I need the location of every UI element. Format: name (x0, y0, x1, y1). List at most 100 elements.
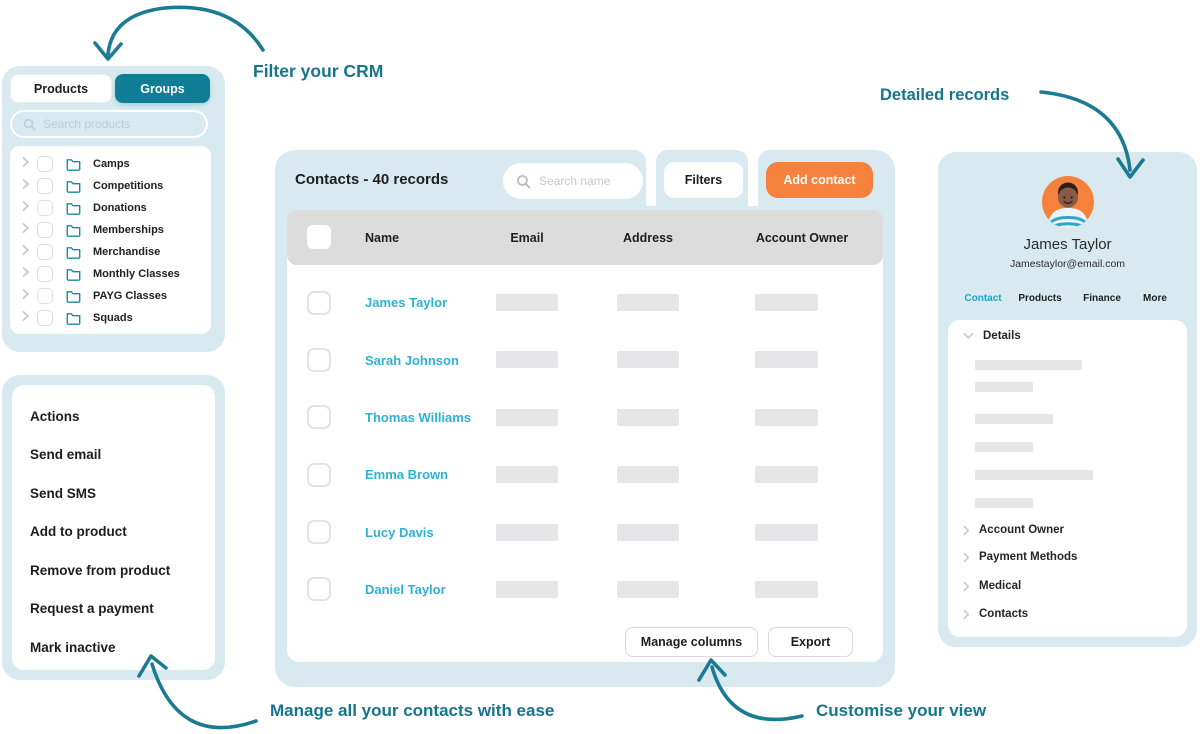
contact-name-link[interactable]: Daniel Taylor (365, 582, 446, 598)
section-payment-methods[interactable]: Payment Methods (963, 551, 1077, 563)
menu-item-remove-from-product[interactable]: Remove from product (30, 562, 171, 578)
folder-icon (66, 224, 81, 237)
section-label: Medical (979, 580, 1022, 592)
section-account-owner[interactable]: Account Owner (963, 524, 1064, 536)
menu-item-send-sms[interactable]: Send SMS (30, 485, 97, 501)
group-checkbox[interactable] (37, 288, 53, 304)
row-checkbox[interactable] (307, 577, 331, 602)
section-label: Payment Methods (979, 551, 1078, 563)
menu-item-request-a-payment[interactable]: Request a payment (30, 601, 154, 617)
address-placeholder-bar (617, 408, 679, 426)
filter-panel: Products Groups Camps Competitions (2, 66, 225, 352)
contacts-title: Contacts - 40 records (295, 170, 449, 188)
group-checkbox[interactable] (37, 222, 53, 238)
menu-item-mark-inactive[interactable]: Mark inactive (30, 639, 116, 655)
add-contact-button[interactable]: Add contact (766, 162, 873, 198)
contact-name-link[interactable]: Thomas Williams (365, 409, 472, 425)
tab-finance[interactable]: Finance (1083, 292, 1121, 304)
details-section-header[interactable]: Details (963, 330, 1021, 342)
actions-menu: Actions Send email Send SMS Add to produ… (12, 385, 215, 670)
group-checkbox[interactable] (37, 310, 53, 326)
manage-columns-button[interactable]: Manage columns (625, 627, 758, 657)
table-row: Emma Brown (287, 446, 883, 503)
row-checkbox[interactable] (307, 520, 331, 545)
chevron-right-icon[interactable] (22, 221, 30, 239)
folder-icon (66, 268, 81, 281)
section-medical[interactable]: Medical (963, 580, 1021, 592)
chevron-right-icon[interactable] (22, 287, 30, 305)
annotation-customise-view: Customise your view (816, 701, 987, 720)
address-placeholder-bar (617, 351, 679, 369)
group-label: Squads (93, 312, 133, 324)
group-checkbox[interactable] (37, 200, 53, 216)
group-checkbox[interactable] (37, 244, 53, 260)
select-all-checkbox[interactable] (307, 225, 331, 249)
group-row-payg-classes[interactable]: PAYG Classes (10, 285, 211, 307)
folder-icon (66, 312, 81, 325)
group-row-donations[interactable]: Donations (10, 197, 211, 219)
group-checkbox[interactable] (37, 266, 53, 282)
annotation-filter-your-crm: Filter your CRM (253, 61, 384, 81)
group-label: Merchandise (93, 246, 161, 258)
tab-contact[interactable]: Contact (964, 292, 1002, 304)
menu-item-send-email[interactable]: Send email (30, 447, 102, 463)
row-checkbox[interactable] (307, 347, 331, 372)
group-row-memberships[interactable]: Memberships (10, 219, 211, 241)
tab-groups[interactable]: Groups (115, 74, 210, 103)
chevron-right-icon[interactable] (22, 177, 30, 195)
email-placeholder-bar (496, 294, 558, 311)
chevron-down-icon (963, 332, 974, 340)
group-checkbox[interactable] (37, 156, 53, 172)
annotation-manage-contacts: Manage all your contacts with ease (270, 701, 555, 720)
group-row-competitions[interactable]: Competitions (10, 175, 211, 197)
search-products-field[interactable] (10, 110, 208, 138)
menu-item-add-to-product[interactable]: Add to product (30, 524, 127, 540)
column-header-address: Address (622, 230, 674, 245)
arrow-to-filter-tabs (106, 5, 265, 56)
group-checkbox[interactable] (37, 178, 53, 194)
chevron-right-icon[interactable] (22, 199, 30, 217)
export-button[interactable]: Export (768, 627, 853, 657)
address-placeholder-bar (617, 523, 679, 541)
column-header-name: Name (365, 230, 400, 245)
chevron-right-icon[interactable] (22, 243, 30, 261)
search-products-input[interactable] (43, 117, 195, 131)
actions-menu-title: Actions (30, 408, 80, 424)
search-name-input[interactable] (539, 174, 630, 188)
contact-name-link[interactable]: Lucy Davis (365, 524, 434, 540)
address-placeholder-bar (617, 294, 679, 311)
tab-products-detail[interactable]: Products (1018, 292, 1062, 304)
tab-products[interactable]: Products (10, 74, 112, 103)
chevron-right-icon[interactable] (22, 309, 30, 327)
search-name-field[interactable] (503, 163, 643, 199)
section-contacts[interactable]: Contacts (963, 608, 1028, 620)
row-checkbox[interactable] (307, 405, 331, 430)
filters-button[interactable]: Filters (664, 162, 743, 198)
group-label: Monthly Classes (93, 268, 180, 280)
detail-placeholder-bar (975, 382, 1033, 392)
chevron-right-icon (963, 552, 970, 563)
group-row-merchandise[interactable]: Merchandise (10, 241, 211, 263)
chevron-right-icon[interactable] (22, 265, 30, 283)
chevron-right-icon (963, 581, 970, 592)
column-header-email: Email (510, 230, 544, 245)
contact-name-link[interactable]: James Taylor (365, 295, 448, 311)
email-placeholder-bar (496, 580, 558, 598)
row-checkbox[interactable] (307, 290, 331, 315)
contact-name-link[interactable]: Sarah Johnson (365, 352, 459, 368)
column-header-account-owner: Account Owner (755, 230, 849, 245)
account-owner-placeholder-bar (755, 294, 818, 311)
actions-panel: Actions Send email Send SMS Add to produ… (2, 375, 225, 680)
group-row-monthly-classes[interactable]: Monthly Classes (10, 263, 211, 285)
row-checkbox[interactable] (307, 462, 331, 487)
chevron-right-icon[interactable] (22, 155, 30, 173)
search-icon (23, 118, 36, 131)
account-owner-placeholder-bar (755, 523, 818, 541)
contact-name-link[interactable]: Emma Brown (365, 467, 449, 483)
tab-more[interactable]: More (1143, 292, 1167, 304)
table-row: James Taylor (287, 274, 883, 331)
group-row-squads[interactable]: Squads (10, 307, 211, 329)
contacts-panel: Contacts - 40 records Filters Add contac… (275, 150, 895, 687)
group-row-camps[interactable]: Camps (10, 153, 211, 175)
